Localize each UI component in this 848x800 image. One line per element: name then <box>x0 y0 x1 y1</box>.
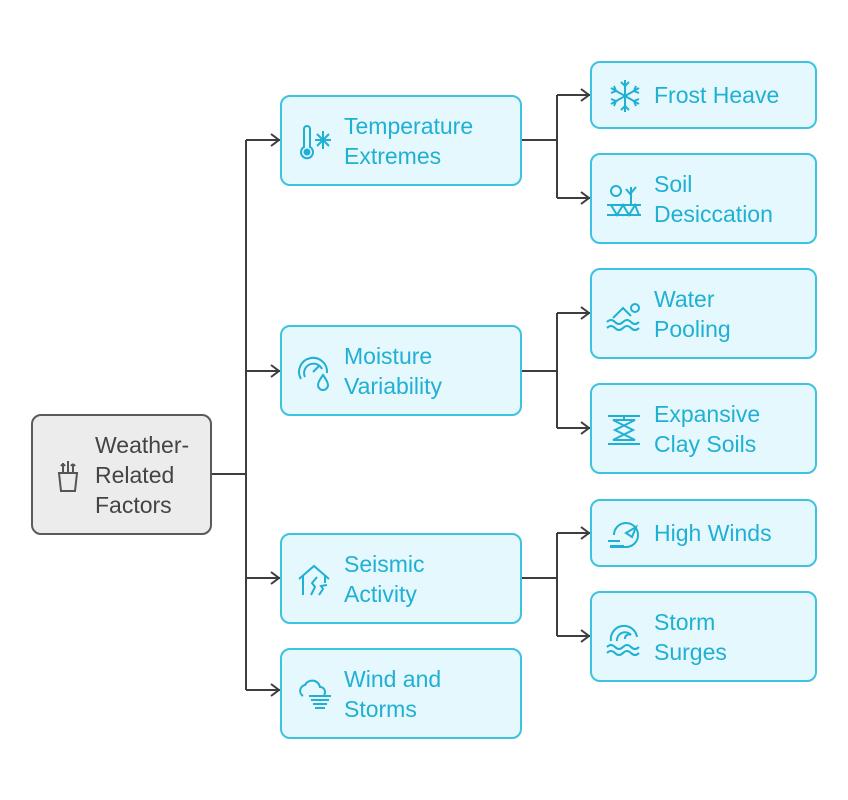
dry-plant-icon <box>605 181 643 219</box>
effect-label: Water Pooling <box>654 286 731 342</box>
effect-water-pooling: Water Pooling <box>590 268 817 359</box>
arrowhead <box>270 364 281 378</box>
snowflake-icon <box>606 77 644 115</box>
effect-high-winds: High Winds <box>590 499 817 567</box>
category-moisture-variability: Moisture Variability <box>280 325 522 416</box>
wind-cloud-icon <box>295 676 333 714</box>
swimmer-icon <box>605 296 643 334</box>
house-cracked-icon <box>295 561 333 599</box>
root-label: Weather- Related Factors <box>95 432 190 518</box>
arrowhead <box>580 629 591 643</box>
wind-gust-icon <box>606 515 644 553</box>
cup-with-utensils-icon <box>49 457 87 495</box>
arrowhead <box>270 571 281 585</box>
thermometer-snowflake-icon <box>295 123 333 161</box>
category-label: Moisture Variability <box>344 343 442 399</box>
effect-frost-heave: Frost Heave <box>590 61 817 129</box>
effect-expansive-clay-soils: Expansive Clay Soils <box>590 383 817 474</box>
effect-label: Frost Heave <box>654 82 780 108</box>
effect-storm-surges: Storm Surges <box>590 591 817 682</box>
effect-label: Expansive Clay Soils <box>654 401 761 457</box>
category-label: Wind and Storms <box>344 666 442 722</box>
arrowhead <box>580 191 591 205</box>
effect-label: High Winds <box>654 520 772 546</box>
category-label: Temperature Extremes <box>344 113 474 169</box>
arrowhead <box>270 133 281 147</box>
category-seismic-activity: Seismic Activity <box>280 533 522 624</box>
root-node: Weather- Related Factors <box>31 414 212 535</box>
gauge-droplet-icon <box>295 353 333 391</box>
category-wind-and-storms: Wind and Storms <box>280 648 522 739</box>
compress-icon <box>605 411 643 449</box>
arrowhead <box>580 526 591 540</box>
arrowhead <box>580 306 591 320</box>
wave-icon <box>605 619 643 657</box>
arrowhead <box>270 683 281 697</box>
effect-label: Soil Desiccation <box>654 171 773 227</box>
effect-soil-desiccation: Soil Desiccation <box>590 153 817 244</box>
arrowhead <box>580 421 591 435</box>
arrowhead <box>580 88 591 102</box>
category-label: Seismic Activity <box>344 551 425 607</box>
category-temperature-extremes: Temperature Extremes <box>280 95 522 186</box>
effect-label: Storm Surges <box>654 609 727 665</box>
